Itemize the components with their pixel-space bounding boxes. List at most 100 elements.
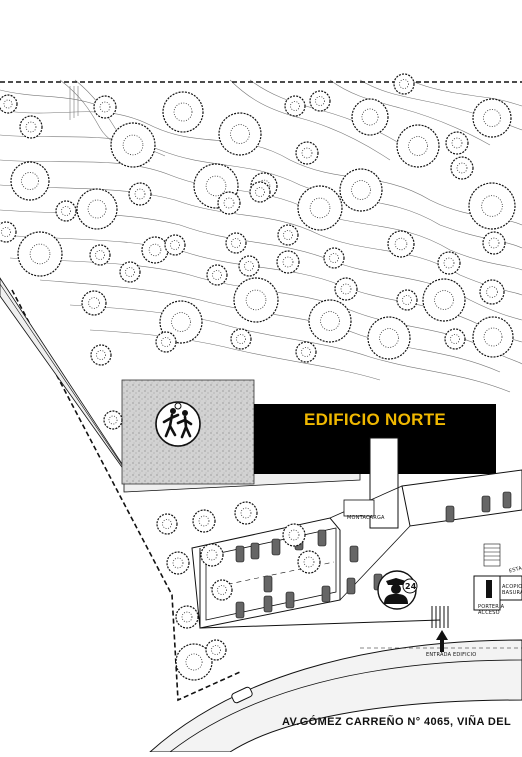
tree-canopy-detail (161, 337, 171, 347)
tree-canopy-detail (379, 328, 399, 348)
stairs (483, 543, 501, 567)
tree-canopy-detail (185, 653, 203, 671)
tree-canopy (468, 182, 516, 230)
tree-canopy (119, 261, 141, 283)
tree-canopy (450, 156, 474, 180)
tree-canopy-detail (315, 96, 325, 106)
tree-canopy (90, 344, 112, 366)
tree-canopy (393, 73, 415, 95)
tree-canopy (238, 255, 260, 277)
tree-canopy-detail (29, 243, 51, 265)
tree-canopy (192, 509, 216, 533)
parked-car (271, 538, 281, 556)
tree-canopy (55, 200, 77, 222)
tree-canopy-detail (351, 180, 371, 200)
tree-canopy (76, 188, 118, 230)
security-hours: 24 (405, 582, 417, 591)
tree-canopy (175, 605, 199, 629)
tree-canopy (10, 161, 50, 201)
tree-canopy (472, 316, 514, 358)
tree-canopy-detail (162, 519, 172, 529)
tree-canopy-detail (340, 283, 352, 295)
property-boundary-west (11, 289, 241, 702)
tree-canopy-detail (451, 137, 463, 149)
montacarga-platform (343, 499, 375, 517)
tree-canopy (164, 234, 186, 256)
tree-canopy-detail (205, 175, 227, 197)
car-on-avenue (231, 686, 253, 704)
tree-canopy-detail (125, 267, 135, 277)
tree-canopy (93, 95, 117, 119)
acopio-label: ACOPIO BASURA (502, 584, 522, 596)
tree-canopy-detail (303, 556, 315, 568)
tree-canopy-detail (240, 507, 252, 519)
tree-canopy-detail (223, 197, 235, 209)
tree-canopy-detail (108, 415, 118, 425)
tree-canopy-detail (231, 238, 241, 248)
street-label: AV.GÓMEZ CARREÑO N° 4065, VIÑA DEL (282, 716, 512, 728)
parked-car (250, 542, 260, 560)
tree-canopy-detail (443, 257, 455, 269)
tree-canopy-detail (172, 557, 184, 569)
tree-canopy (482, 231, 506, 255)
tree-canopy (205, 639, 227, 661)
tree-canopy (233, 277, 279, 323)
tree-canopy (297, 185, 343, 231)
parked-cars (235, 491, 512, 619)
parked-car (349, 545, 359, 563)
tree-canopy (308, 299, 352, 343)
tree-canopy-detail (456, 162, 468, 174)
tree-canopy (103, 410, 123, 430)
tree-canopy (0, 94, 18, 114)
tree-canopy (422, 278, 466, 322)
tree-canopy-detail (244, 261, 254, 271)
tree-canopy (156, 513, 178, 535)
tree-canopy-detail (122, 134, 144, 156)
tree-canopy-detail (486, 286, 498, 298)
entrada-label: ENTRADA EDIFICIO (426, 652, 477, 658)
tree-canopy (295, 141, 319, 165)
tree-canopy-detail (309, 197, 331, 219)
tree-canopy-detail (148, 243, 162, 257)
tree-canopy (339, 168, 383, 212)
tree-canopy-detail (217, 585, 227, 595)
tree-canopy (81, 290, 107, 316)
tree-canopy (309, 90, 331, 112)
tree-canopy-detail (173, 102, 193, 122)
tree-canopy-detail (402, 295, 412, 305)
parked-car (502, 491, 512, 509)
tree-canopy-detail (255, 187, 265, 197)
contour-lines (0, 79, 522, 393)
security-guard-icon (377, 570, 418, 610)
tree-canopy-detail (483, 327, 503, 347)
parked-car (445, 505, 455, 523)
acopio-basura (499, 575, 522, 601)
tree-canopy-detail (301, 147, 313, 159)
tree-canopy-detail (450, 334, 460, 344)
tree-canopy (367, 316, 411, 360)
tree-canopy (17, 231, 63, 277)
tree-canopy (230, 328, 252, 350)
parked-car (317, 529, 327, 547)
trees (0, 73, 516, 681)
tree-canopy-detail (483, 109, 501, 127)
tree-canopy (211, 579, 233, 601)
tree-canopy-detail (181, 611, 193, 623)
tree-canopy-detail (1, 227, 11, 237)
tree-canopy-detail (96, 350, 106, 360)
tree-canopy (297, 550, 321, 574)
tree-canopy-detail (320, 311, 340, 331)
tree-canopy (200, 543, 224, 567)
tree-canopy (155, 331, 177, 353)
tree-canopy (218, 112, 262, 156)
tree-canopy (295, 341, 317, 363)
tree-canopy-detail (99, 101, 111, 113)
entrance-arrow-icon (436, 630, 448, 652)
tree-canopy-detail (282, 256, 294, 268)
parked-car (235, 545, 245, 563)
tree-canopy-detail (245, 289, 267, 311)
tree-canopy-detail (95, 250, 105, 260)
parked-car (235, 601, 245, 619)
tree-canopy (175, 643, 213, 681)
